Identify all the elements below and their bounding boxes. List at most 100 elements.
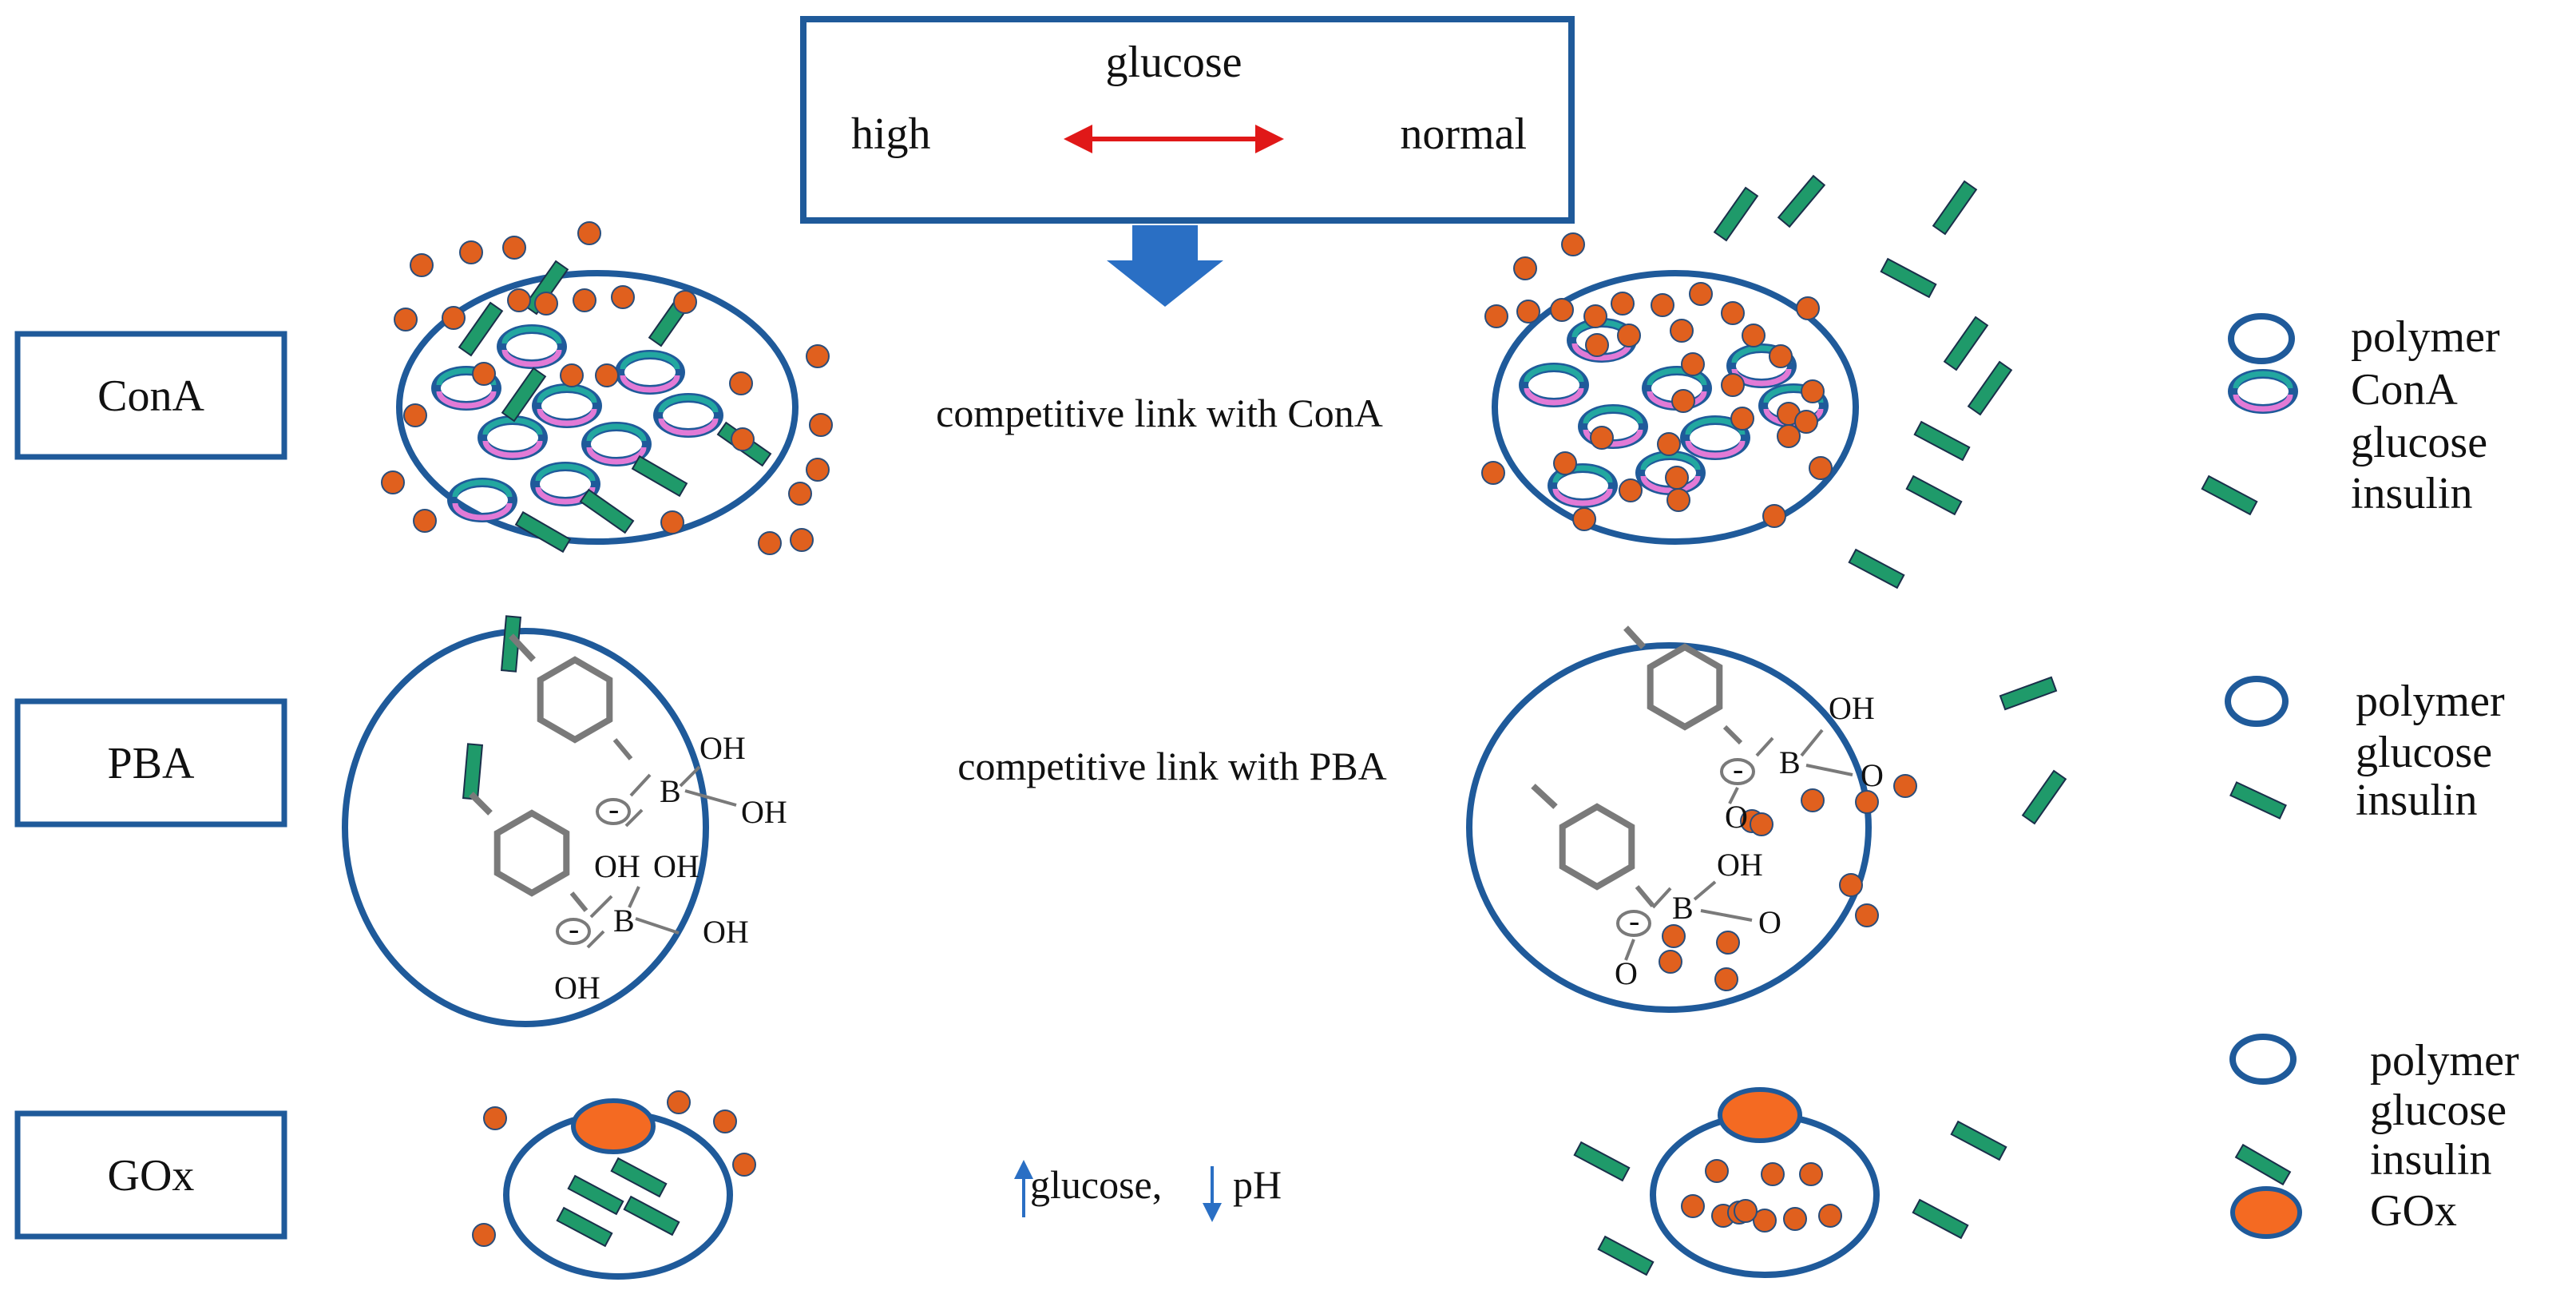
glucose-dot xyxy=(1617,324,1641,347)
glucose-dot xyxy=(1769,344,1793,368)
bond xyxy=(469,792,493,816)
insulin-bar xyxy=(2201,474,2258,516)
minus-sign: - xyxy=(1629,903,1639,939)
bond xyxy=(1624,939,1635,961)
cona-ring xyxy=(615,350,685,395)
glucose-dot xyxy=(403,403,427,427)
boron-label: B xyxy=(613,903,635,939)
legend-pba: polymer glucose insulin xyxy=(2225,676,2505,825)
cona-ring xyxy=(1578,404,1648,449)
glucose-dot xyxy=(1799,1162,1823,1186)
glucose-dot xyxy=(1659,950,1682,974)
polymer-ellipse-cona-left xyxy=(396,270,799,545)
legend-cona-cona: ConA xyxy=(2351,365,2458,415)
row-label-cona: ConA xyxy=(14,331,287,460)
glucose-dot xyxy=(1818,1204,1842,1228)
caption-gox-ph: pH xyxy=(1233,1162,1282,1207)
glucose-dot xyxy=(1796,296,1820,320)
bond xyxy=(635,917,680,935)
glucose-dot xyxy=(1761,1162,1785,1186)
bond xyxy=(1623,625,1646,649)
glucose-dot xyxy=(1670,319,1694,343)
glucose-dot xyxy=(758,531,782,555)
negative-charge-icon xyxy=(596,798,631,825)
boron-label: B xyxy=(1779,744,1801,780)
insulin-bar xyxy=(623,1195,680,1237)
glucose-dot xyxy=(1855,790,1879,814)
glucose-dot xyxy=(413,509,437,533)
insulin-bar xyxy=(556,1206,613,1248)
bond xyxy=(612,738,633,760)
bond xyxy=(624,808,644,828)
header-high-label: high xyxy=(851,109,931,159)
glucose-dot xyxy=(1666,488,1690,512)
glucose-dot xyxy=(1585,333,1609,357)
bond xyxy=(1800,728,1824,757)
insulin-bar xyxy=(1597,1235,1655,1276)
oxygen-label: O xyxy=(1758,904,1781,940)
bond xyxy=(629,773,652,797)
legend-pba-polymer: polymer xyxy=(2356,677,2505,726)
negative-charge-icon xyxy=(1616,910,1651,937)
cona-ring xyxy=(497,324,567,369)
cona-rings xyxy=(431,318,2298,522)
insulin-bar xyxy=(514,510,572,554)
glucose-dot xyxy=(1855,903,1879,927)
glucose-dot xyxy=(1484,304,1508,328)
insulin-bar xyxy=(1777,174,1826,228)
gox-enzyme-right xyxy=(1718,1087,1802,1143)
glucose-dot xyxy=(1611,292,1635,316)
row-label-gox: GOx xyxy=(14,1110,287,1240)
glucose-dot xyxy=(1742,324,1766,347)
hydroxyl-label: OH xyxy=(594,848,640,884)
bond xyxy=(586,930,605,949)
bond xyxy=(589,895,613,919)
glucose-dot xyxy=(1801,379,1825,403)
boron-label: B xyxy=(660,773,681,809)
glucose-dot xyxy=(660,510,684,534)
glucose-dot xyxy=(611,285,635,309)
glucose-dot xyxy=(673,290,697,314)
insulin-bar xyxy=(1880,257,1937,299)
glucose-dot xyxy=(1572,507,1596,531)
insulin-marks xyxy=(458,174,2292,1276)
glucose-dot xyxy=(1809,456,1833,480)
insulin-bar xyxy=(610,1157,668,1198)
glucose-dot xyxy=(806,458,830,482)
glucose-dot xyxy=(1783,1207,1807,1231)
insulin-bar xyxy=(1967,360,2013,416)
insulin-bar xyxy=(2234,1143,2292,1186)
insulin-bar xyxy=(1912,1198,1969,1240)
glucose-dot xyxy=(1716,931,1740,955)
legend-gox-glucose: glucose xyxy=(2370,1086,2507,1135)
glucose-dot xyxy=(1583,304,1607,328)
bond xyxy=(679,765,701,788)
glucose-dot xyxy=(1681,1194,1705,1218)
glucose-dot xyxy=(1550,298,1574,322)
legend-gox-gox: GOx xyxy=(2370,1186,2457,1236)
legend-gox-insulin: insulin xyxy=(2370,1135,2491,1185)
insulin-bar xyxy=(458,301,504,357)
glucose-dot xyxy=(1651,293,1674,317)
polymer-ellipse-pba-left xyxy=(342,628,709,1027)
glucose-dot xyxy=(534,292,558,316)
cona-ring xyxy=(478,415,548,460)
row-label-pba: PBA xyxy=(14,698,287,828)
glucose-dot xyxy=(1794,410,1818,434)
boron-label: B xyxy=(1672,890,1694,926)
glucose-dot xyxy=(1750,812,1773,836)
glucose-dot xyxy=(731,427,755,451)
legend-gox-icon xyxy=(2230,1186,2302,1239)
glucose-dot xyxy=(713,1110,737,1133)
glucose-dot xyxy=(560,363,584,387)
bond xyxy=(1755,736,1774,757)
benzene-ring xyxy=(1559,803,1635,891)
glucose-dot xyxy=(1893,774,1917,798)
glucose-dot xyxy=(1671,389,1695,413)
glucose-dot xyxy=(1553,451,1577,475)
glucose-dot xyxy=(507,288,531,312)
insulin-bar xyxy=(1573,1141,1631,1182)
glucose-dot xyxy=(667,1090,691,1114)
bond xyxy=(1693,880,1717,901)
